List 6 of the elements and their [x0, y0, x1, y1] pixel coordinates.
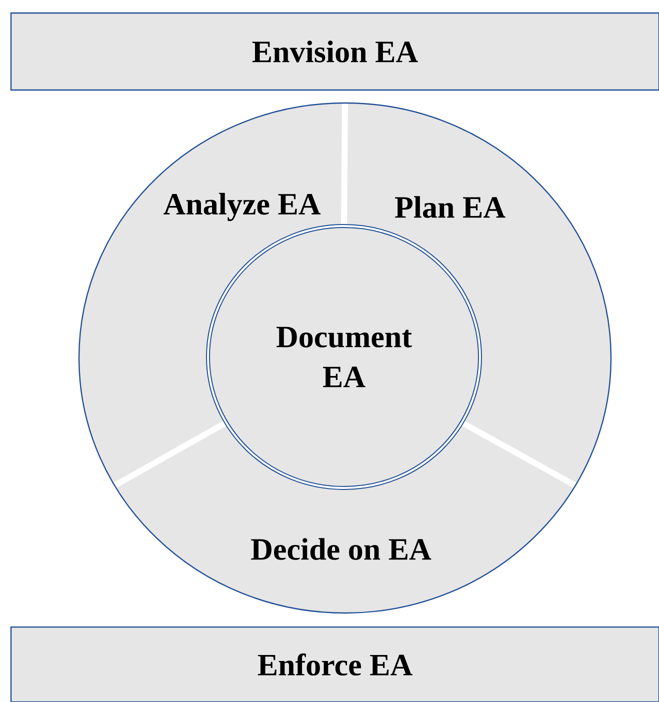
node-label: Plan EA [394, 196, 506, 218]
banner-box: Envision EA [10, 12, 659, 91]
banner-box: Enforce EA [10, 626, 659, 702]
ring-sector: Decide on EA [114, 422, 576, 614]
node-label: Decide on EA [251, 538, 432, 560]
node-label: Analyze EA [164, 192, 321, 222]
